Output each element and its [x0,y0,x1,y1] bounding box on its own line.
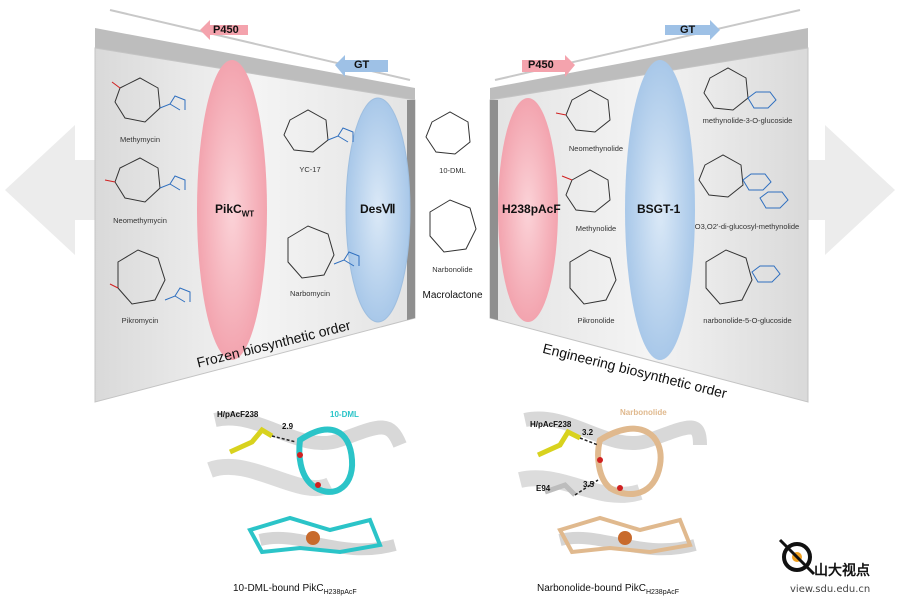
left-gt-label: GT [354,59,370,71]
left-p450-arrow [200,20,248,40]
compound-label-neomethymycin: Neomethymycin [113,216,167,225]
des7-ellipse [345,97,411,323]
pikc-wt-ellipse [197,60,267,360]
compound-label-methynolide: Methynolide [575,224,617,233]
h238pacf-label: H238pAcF [502,202,561,216]
left-panel-edge [407,100,415,320]
macrolactone-label: Macrolactone [422,290,483,301]
compound-label-yc17: YC-17 [299,165,321,174]
right-protein-structure [518,411,707,556]
left-big-arrow [5,125,110,255]
left-panel-top [95,28,415,100]
compound-label-narbomycin: Narbomycin [289,289,330,298]
bsgt1-label: BSGT-1 [637,202,681,216]
pikc-sub-text: WT [241,209,255,219]
bsgt1-ellipse [625,60,695,360]
right-caption-sub: H238pAcF [645,589,680,596]
left-caption-sub: H238pAcF [323,589,357,596]
methynolide-structure [561,169,611,213]
left-distance-label: 2.9 [282,422,294,431]
h238pacf-ellipse [498,98,558,322]
right-residue-label: H/pAcF238 [530,420,572,429]
neomethymycin-structure [104,157,186,203]
watermark-url: view.sdu.edu.cn [790,584,871,595]
right-big-arrow [790,125,895,255]
methymycin-structure [111,77,186,123]
right-caption-main: Narbonolide-bound PikC [537,583,646,594]
methynolide-3-o-glucoside-structure [703,67,777,111]
left-residue-label: H/pAcF238 [217,410,259,419]
right-distance-2-label: 3.5 [583,480,595,489]
compound-label-methynolide-3-o-glucoside: methynolide-3-O-glucoside [702,116,793,125]
left-structure-caption: 10-DML-bound PikCH238pAcF [233,583,357,596]
right-gt-arrow [665,20,720,40]
diglucosyl-methynolide-structure [698,154,789,209]
des7-label: DesⅦ [360,202,396,216]
neomethynolide-structure [555,89,611,133]
pikronolide-structure [569,249,617,305]
right-p450-label: P450 [528,59,554,71]
10-dml-structure [425,111,471,155]
left-gt-arrow [335,55,388,77]
pikc-wt-label: PikCWT [215,202,254,218]
narbonolide-structure [429,199,477,253]
compound-label-10-dml: 10-DML [439,166,466,175]
compound-label-methymycin: Methymycin [119,135,160,144]
compound-label-pikromycin: Pikromycin [121,316,159,325]
pikc-main-text: PikC [215,202,242,216]
right-p450-arrow [522,55,575,77]
watermark-title: 山大视点 [814,563,870,579]
compound-label-neomethynolide: Neomethynolide [568,144,624,153]
right-structure-caption: Narbonolide-bound PikCH238pAcF [537,583,679,596]
compound-label-pikronolide: Pikronolide [577,316,615,325]
right-panel-edge [490,100,498,320]
compound-label-narbonolide-5-o-glucoside: narbonolide-5-O-glucoside [703,316,792,325]
narbomycin-structure [287,225,360,279]
right-residue-2-label: E94 [536,484,551,493]
right-ligand-label: Narbonolide [620,408,667,417]
pikromycin-structure [109,249,191,305]
yc17-structure [283,109,354,153]
narbonolide-5-o-glucoside-structure [705,249,781,305]
left-ligand-label: 10-DML [330,410,359,419]
right-gt-label: GT [680,24,696,36]
sdu-logo-icon [778,538,816,576]
right-panel-top [490,28,808,100]
right-distance-1-label: 3.2 [582,428,594,437]
left-p450-label: P450 [213,24,239,36]
left-protein-structure [207,411,407,556]
compound-label-diglucosyl-methynolide: O3,O2'-di-glucosyl-methynolide [694,222,800,231]
compound-label-narbonolide: Narbonolide [432,265,473,274]
left-caption-main: 10-DML-bound PikC [233,583,324,594]
